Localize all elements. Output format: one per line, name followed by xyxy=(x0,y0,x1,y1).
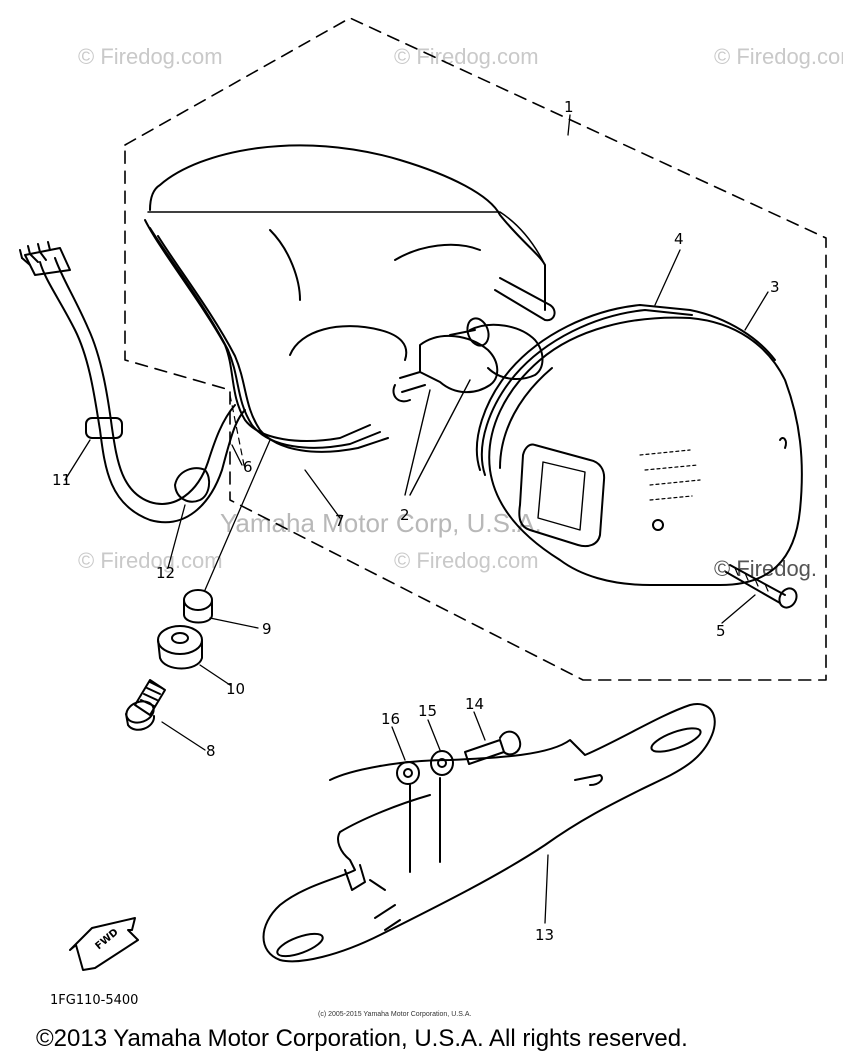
leader-lines xyxy=(64,114,769,924)
watermark-firedog: © Firedog.com xyxy=(78,548,223,573)
callout-12: 12 xyxy=(156,564,176,582)
part-code: 1FG110-5400 xyxy=(50,993,139,1008)
callout-5: 5 xyxy=(716,622,726,640)
callout-15: 15 xyxy=(418,702,438,720)
callout-4: 4 xyxy=(674,230,684,248)
washer-16 xyxy=(396,761,420,785)
copyright-notice: ©2013 Yamaha Motor Corporation, U.S.A. A… xyxy=(36,1025,688,1052)
callout-16: 16 xyxy=(381,710,401,728)
taillight-lens xyxy=(488,316,803,586)
callout-6: 6 xyxy=(243,458,253,476)
watermark-firedog: © Firedog.com xyxy=(78,44,223,69)
grommet-10 xyxy=(157,625,203,670)
callout-2: 2 xyxy=(400,506,410,524)
fwd-arrow-icon xyxy=(69,917,139,971)
bulb-2a xyxy=(392,334,499,403)
watermark-firedog: © Firedog.com xyxy=(394,548,539,573)
wire-harness xyxy=(19,241,246,524)
callout-3: 3 xyxy=(770,278,780,296)
taillight-housing xyxy=(144,144,556,471)
lens-gasket xyxy=(475,304,776,471)
callout-13: 13 xyxy=(535,926,555,944)
bushing-9 xyxy=(183,589,213,624)
callout-1: 1 xyxy=(564,98,574,116)
callout-8: 8 xyxy=(206,742,216,760)
license-bracket xyxy=(262,703,716,963)
assembly-outline xyxy=(124,17,827,681)
callout-9: 9 xyxy=(262,620,272,638)
callout-10: 10 xyxy=(226,680,246,698)
callout-11: 11 xyxy=(52,471,72,489)
small-copyright: (c) 2005-2015 Yamaha Motor Corporation, … xyxy=(318,1011,472,1018)
bolt-8 xyxy=(125,679,166,731)
watermark-yamaha: Yamaha Motor Corp, U.S.A. xyxy=(220,508,542,538)
washer-15 xyxy=(430,750,454,776)
callout-14: 14 xyxy=(465,695,485,713)
screw-5 xyxy=(725,564,798,609)
watermark-firedog: © Firedog. xyxy=(714,556,818,581)
callout-7: 7 xyxy=(335,512,345,530)
watermark-firedog: © Firedog.com xyxy=(394,44,539,69)
watermark-firedog: © Firedog.com xyxy=(714,44,843,69)
